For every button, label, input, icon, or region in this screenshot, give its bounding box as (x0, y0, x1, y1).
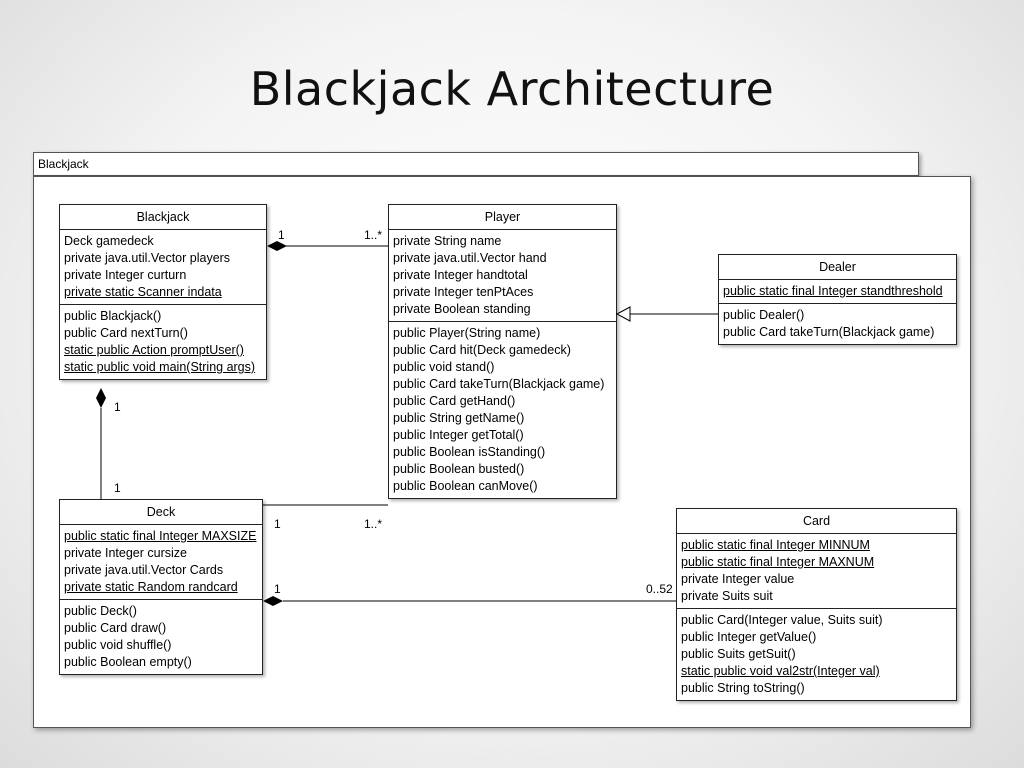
operations-compartment: public Blackjack() public Card nextTurn()… (60, 304, 266, 379)
operation-row: public Integer getValue() (681, 630, 817, 644)
operation-row: public void stand() (393, 360, 495, 374)
attributes-compartment: public static final Integer MINNUM public… (677, 534, 956, 608)
operation-row: public Boolean canMove() (393, 479, 538, 493)
attributes-compartment: public static final Integer MAXSIZE priva… (60, 525, 262, 599)
attribute-row: Deck gamedeck (64, 234, 154, 248)
attribute-row: private Suits suit (681, 589, 773, 603)
multiplicity-deck-card-target: 0..52 (646, 582, 673, 596)
attribute-row: private String name (393, 234, 502, 248)
attribute-row: public static final Integer MAXNUM (681, 555, 875, 569)
attribute-row: private static Random randcard (64, 580, 238, 594)
attributes-compartment: Deck gamedeck private java.util.Vector pl… (60, 230, 266, 304)
class-deck[interactable]: Deck public static final Integer MAXSIZE… (59, 499, 263, 675)
class-name: Blackjack (60, 205, 266, 230)
multiplicity-blackjack-deck-target: 1 (114, 481, 121, 495)
attribute-row: private java.util.Vector players (64, 251, 231, 265)
operation-row: public Card getHand() (393, 394, 516, 408)
multiplicity-blackjack-player-target: 1..* (364, 228, 383, 242)
operations-compartment: public Player(String name) public Card hi… (389, 321, 616, 498)
attributes-compartment: private String name private java.util.Vec… (389, 230, 616, 321)
operation-row: public Card takeTurn(Blackjack game) (393, 377, 605, 391)
operation-row: static public void val2str(Integer val) (681, 664, 880, 678)
operation-row: public Boolean isStanding() (393, 445, 546, 459)
operation-row: public String toString() (681, 681, 805, 695)
class-player[interactable]: Player private String name private java.u… (388, 204, 617, 499)
class-name: Deck (60, 500, 262, 525)
operation-row: public Deck() (64, 604, 137, 618)
attribute-row: private Boolean standing (393, 302, 531, 316)
operation-row: public Integer getTotal() (393, 428, 524, 442)
class-dealer[interactable]: Dealer public static final Integer stand… (718, 254, 957, 345)
attribute-row: private Integer curturn (64, 268, 187, 282)
operations-compartment: public Dealer() public Card takeTurn(Blac… (719, 303, 956, 344)
attribute-row: private Integer tenPtAces (393, 285, 534, 299)
operations-compartment: public Card(Integer value, Suits suit) pu… (677, 608, 956, 700)
operation-row: public Blackjack() (64, 309, 162, 323)
attribute-row: public static final Integer MINNUM (681, 538, 870, 552)
generalization-arrowhead (615, 306, 631, 322)
attribute-row: private java.util.Vector Cards (64, 563, 224, 577)
operation-row: public Boolean empty() (64, 655, 192, 669)
package-label: Blackjack (38, 157, 89, 171)
package-tab: Blackjack (33, 152, 919, 176)
operation-row: static public void main(String args) (64, 360, 256, 374)
operation-row: public Card takeTurn(Blackjack game) (723, 325, 935, 339)
operation-row: public Card draw() (64, 621, 167, 635)
operation-row: public Player(String name) (393, 326, 541, 340)
multiplicity-deck-player-source: 1 (274, 517, 281, 531)
multiplicity-deck-card-source: 1 (274, 582, 281, 596)
class-name: Player (389, 205, 616, 230)
operation-row: static public Action promptUser() (64, 343, 244, 357)
operation-row: public Suits getSuit() (681, 647, 796, 661)
attribute-row: private static Scanner indata (64, 285, 222, 299)
attribute-row: private Integer cursize (64, 546, 187, 560)
attribute-row: public static final Integer MAXSIZE (64, 529, 257, 543)
attribute-row: private Integer handtotal (393, 268, 528, 282)
attribute-row: private Integer value (681, 572, 795, 586)
attributes-compartment: public static final Integer standthresho… (719, 280, 956, 303)
attribute-row: public static final Integer standthresho… (723, 284, 943, 298)
composition-diamond-blackjack-deck (96, 388, 106, 408)
class-name: Card (677, 509, 956, 534)
operation-row: public void shuffle() (64, 638, 172, 652)
operation-row: public Card(Integer value, Suits suit) (681, 613, 883, 627)
attribute-row: private java.util.Vector hand (393, 251, 547, 265)
operation-row: public Card nextTurn() (64, 326, 188, 340)
composition-diamond-blackjack-player (267, 241, 287, 251)
multiplicity-blackjack-player-source: 1 (278, 228, 285, 242)
class-blackjack[interactable]: Blackjack Deck gamedeck private java.util… (59, 204, 267, 380)
slide-title: Blackjack Architecture (249, 62, 775, 116)
operation-row: public Card hit(Deck gamedeck) (393, 343, 571, 357)
operation-row: public Dealer() (723, 308, 805, 322)
composition-diamond-deck-card (263, 596, 283, 606)
multiplicity-blackjack-deck-source: 1 (114, 400, 121, 414)
operation-row: public String getName() (393, 411, 525, 425)
class-name: Dealer (719, 255, 956, 280)
operations-compartment: public Deck() public Card draw() public vo… (60, 599, 262, 674)
multiplicity-deck-player-target: 1..* (364, 517, 383, 531)
operation-row: public Boolean busted() (393, 462, 525, 476)
